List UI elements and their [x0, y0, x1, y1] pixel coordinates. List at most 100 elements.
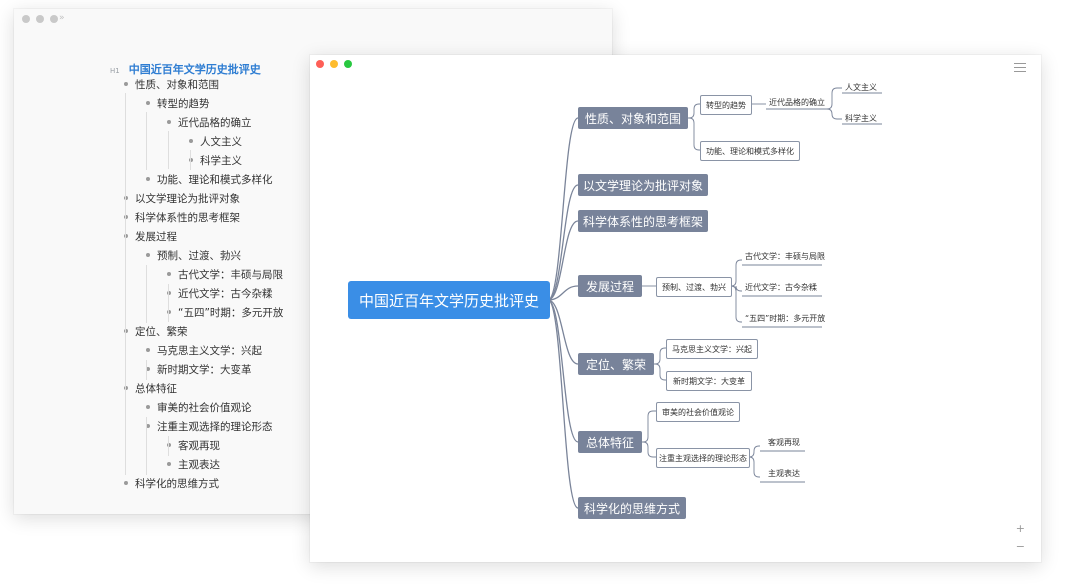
root-node[interactable]: 中国近百年文学历史批评史: [348, 281, 550, 319]
outline-item[interactable]: “五四”时期：多元开放: [167, 307, 283, 319]
bullet-icon[interactable]: [146, 101, 150, 105]
child-node[interactable]: 转型的趋势: [700, 95, 752, 115]
outline-item[interactable]: 近代文学：古今杂糅: [167, 288, 273, 300]
branch-link: [547, 299, 579, 365]
branch-link: [547, 220, 579, 301]
maximize-button[interactable]: [344, 60, 352, 68]
leaf-label[interactable]: “五四”时期：多元开放: [745, 314, 826, 323]
bullet-icon[interactable]: [146, 424, 150, 428]
leaf-label[interactable]: 近代文学：古今杂糅: [745, 283, 817, 292]
minimize-button[interactable]: [330, 60, 338, 68]
bullet-icon[interactable]: [146, 367, 150, 371]
child-link: [642, 410, 656, 443]
indent-guide: [168, 284, 169, 322]
outline-item[interactable]: 发展过程: [124, 231, 177, 243]
bullet-icon[interactable]: [124, 196, 128, 200]
heading-tag: H1: [110, 67, 120, 75]
branch-node[interactable]: 总体特征: [578, 431, 642, 453]
outline-item[interactable]: 注重主观选择的理论形态: [146, 421, 273, 433]
bullet-icon[interactable]: [167, 291, 171, 295]
indent-guide: [146, 265, 147, 323]
outline-item[interactable]: 科学主义: [189, 155, 242, 167]
bullet-icon[interactable]: [167, 272, 171, 276]
outline-item[interactable]: 近代品格的确立: [167, 117, 252, 129]
outline-item[interactable]: 功能、理论和模式多样化: [146, 174, 273, 186]
outline-item[interactable]: 主观表达: [167, 459, 220, 471]
leaf-label[interactable]: 古代文学：丰硕与局限: [745, 252, 825, 261]
leaf-label[interactable]: 人文主义: [845, 83, 877, 92]
child-node[interactable]: 审美的社会价值观论: [656, 402, 740, 422]
outline-item[interactable]: 科学化的思维方式: [124, 478, 219, 490]
zoom-in-button[interactable]: +: [1015, 522, 1025, 535]
minimize-dot[interactable]: [36, 15, 44, 23]
outline-item[interactable]: 科学体系性的思考框架: [124, 212, 240, 224]
branch-node[interactable]: 性质、对象和范围: [578, 107, 688, 129]
outline-item-label: 定位、繁荣: [135, 326, 188, 338]
child-node[interactable]: 新时期文学：大变革: [666, 371, 752, 391]
outline-item[interactable]: 客观再现: [167, 440, 220, 452]
bullet-icon[interactable]: [124, 386, 128, 390]
branch-node[interactable]: 以文学理论为批评对象: [578, 174, 708, 196]
outline-item[interactable]: 审美的社会价值观论: [146, 402, 252, 414]
outline-item-label: 发展过程: [135, 231, 177, 243]
bullet-icon[interactable]: [124, 215, 128, 219]
leaf-label[interactable]: 科学主义: [845, 114, 877, 123]
child-link: [826, 87, 842, 110]
outline-item[interactable]: 人文主义: [189, 136, 242, 148]
bullet-icon[interactable]: [167, 443, 171, 447]
branch-node[interactable]: 定位、繁荣: [578, 353, 654, 375]
hamburger-icon[interactable]: [1014, 63, 1026, 75]
outline-item-label: 客观再现: [178, 440, 220, 452]
outline-item-label: 科学体系性的思考框架: [135, 212, 240, 224]
outline-item[interactable]: 以文学理论为批评对象: [124, 193, 240, 205]
bullet-icon[interactable]: [124, 481, 128, 485]
bullet-icon[interactable]: [124, 82, 128, 86]
outline-item[interactable]: 转型的趋势: [146, 98, 210, 110]
branch-node[interactable]: 科学化的思维方式: [578, 497, 686, 519]
bullet-icon[interactable]: [146, 348, 150, 352]
child-link: [730, 259, 742, 287]
leaf-label[interactable]: 客观再现: [768, 438, 800, 447]
outline-item-label: 古代文学：丰硕与局限: [178, 269, 283, 281]
outline-item-label: “五四”时期：多元开放: [178, 307, 284, 319]
bullet-icon[interactable]: [167, 120, 171, 124]
outline-item-label: 科学主义: [200, 155, 242, 167]
outline-item[interactable]: 定位、繁荣: [124, 326, 188, 338]
leaf-label[interactable]: 近代品格的确立: [769, 98, 825, 107]
zoom-dot[interactable]: [50, 15, 58, 23]
close-dot[interactable]: [22, 15, 30, 23]
outline-item[interactable]: 古代文学：丰硕与局限: [167, 269, 283, 281]
outline-item-label: 马克思主义文学：兴起: [157, 345, 262, 357]
child-node[interactable]: 预制、过渡、勃兴: [656, 277, 732, 297]
outline-item-label: 以文学理论为批评对象: [135, 193, 240, 205]
child-node[interactable]: 功能、理论和模式多样化: [700, 141, 800, 161]
child-node[interactable]: 马克思主义文学：兴起: [666, 339, 758, 359]
close-button[interactable]: [316, 60, 324, 68]
child-link: [654, 363, 666, 381]
bullet-icon[interactable]: [189, 139, 193, 143]
outline-item[interactable]: 马克思主义文学：兴起: [146, 345, 262, 357]
outline-item[interactable]: 新时期文学：大变革: [146, 364, 252, 376]
outline-item[interactable]: 预制、过渡、勃兴: [146, 250, 241, 262]
leaf-label[interactable]: 主观表达: [768, 469, 800, 478]
bullet-icon[interactable]: [146, 253, 150, 257]
bullet-icon[interactable]: [146, 405, 150, 409]
bullet-icon[interactable]: [124, 234, 128, 238]
outline-item-label: 性质、对象和范围: [135, 79, 219, 91]
branch-link: [547, 299, 579, 509]
branch-node[interactable]: 发展过程: [578, 275, 642, 297]
outline-item[interactable]: 性质、对象和范围: [124, 79, 219, 91]
bullet-icon[interactable]: [167, 462, 171, 466]
sidebar-toggle-icon[interactable]: »: [59, 13, 65, 23]
branch-node[interactable]: 科学体系性的思考框架: [578, 210, 708, 232]
bullet-icon[interactable]: [189, 158, 193, 162]
outline-item-label: 人文主义: [200, 136, 242, 148]
outline-item-label: 科学化的思维方式: [135, 478, 219, 490]
zoom-out-button[interactable]: −: [1015, 540, 1025, 553]
bullet-icon[interactable]: [124, 329, 128, 333]
child-node[interactable]: 注重主观选择的理论形态: [656, 448, 750, 468]
bullet-icon[interactable]: [167, 310, 171, 314]
outline-item[interactable]: 总体特征: [124, 383, 177, 395]
bullet-icon[interactable]: [146, 177, 150, 181]
